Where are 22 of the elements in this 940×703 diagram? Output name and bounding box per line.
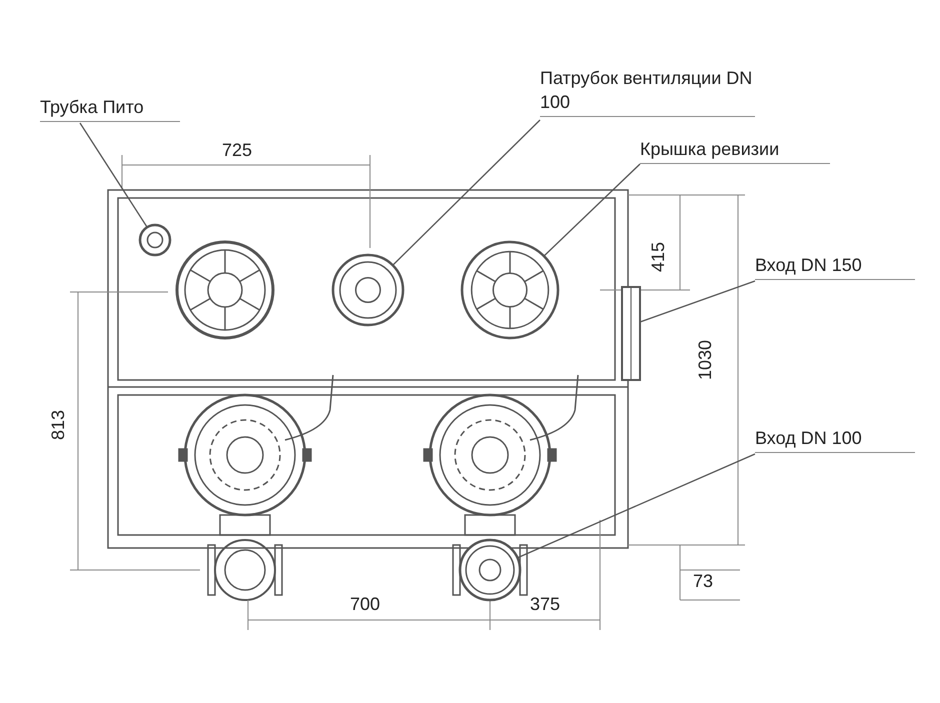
- dimension-label: 813: [48, 410, 68, 440]
- inlet-flange: [621, 286, 641, 381]
- dimension-label: 73: [693, 571, 714, 591]
- callout-label: Крышка ревизии: [640, 137, 830, 164]
- dimension-label: 415: [648, 242, 668, 272]
- callout-label: Вход DN 100: [755, 426, 915, 453]
- pitot-tube: [138, 223, 172, 257]
- dimension-label: 725: [222, 140, 252, 160]
- dimension-label: 700: [350, 594, 380, 614]
- leader-line: [79, 122, 148, 228]
- leader-line: [640, 280, 756, 323]
- dimension-label: 1030: [695, 340, 715, 380]
- vent-pipe: [331, 253, 405, 327]
- leader-line: [544, 164, 640, 256]
- callout-label: Трубка Пито: [40, 95, 180, 122]
- inlet-pipe: [458, 538, 522, 602]
- leader-line: [516, 453, 756, 559]
- inspection-cover: [460, 240, 560, 340]
- leader-line: [392, 120, 540, 266]
- callout-label: Вход DN 150: [755, 253, 915, 280]
- dimension-label: 375: [530, 594, 560, 614]
- callout-label: Патрубок вентиляции DN 100: [540, 66, 755, 117]
